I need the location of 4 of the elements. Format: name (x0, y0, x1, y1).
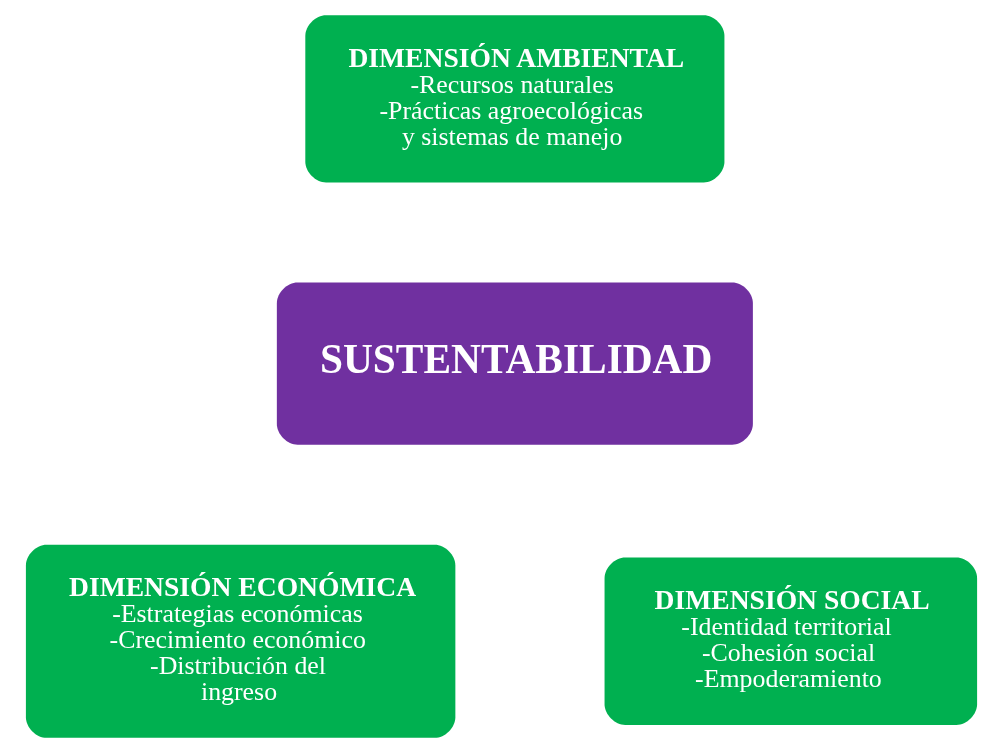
node-box: DIMENSIÓN AMBIENTAL -Recursos naturales -Prácticas agroecológicas y sistemas de manejo (305, 15, 725, 183)
node-box: DIMENSIÓN SOCIAL -Identidad territorial -Cohesión social -Empoderamiento (604, 557, 978, 725)
node-box: SUSTENTABILIDAD (276, 282, 753, 445)
node-box: DIMENSIÓN ECONÓMICA -Estrategias económicas -Crecimiento económico -Distribución del ingreso (25, 544, 456, 738)
